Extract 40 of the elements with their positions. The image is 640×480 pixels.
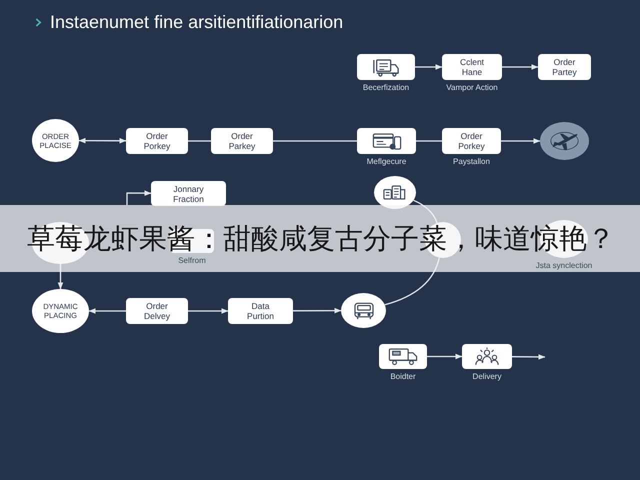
arrow [293, 308, 342, 314]
arrow [501, 138, 540, 144]
node-label: Jonnary Fraction [172, 184, 205, 204]
process-box [151, 181, 226, 206]
arrow [88, 308, 126, 314]
node-label: Cclent Hane [458, 57, 486, 77]
node-label: Order Porkey [457, 131, 486, 151]
process-box [538, 54, 591, 80]
node-label: Order Delvey [143, 301, 171, 321]
node-label: Order Porkey [142, 131, 172, 151]
caption-text: Selfrom [178, 256, 206, 266]
caption-text: Jsta synclection [536, 261, 592, 271]
caption-text: Becerfization [362, 83, 410, 93]
connector-line [188, 140, 211, 142]
arrow [78, 138, 126, 144]
arrow [427, 354, 462, 360]
process-box [126, 298, 188, 324]
node-label: Data Purtion [246, 301, 275, 321]
process-box [211, 128, 273, 154]
title-text: Instaenumet fine arsitientifiationarion [50, 11, 344, 33]
process-box [126, 128, 188, 154]
overlay-text: 草莓龙虾果酱：甜酸咸复古分子菜，味道惊艳？ [27, 224, 615, 254]
arrow [415, 64, 442, 70]
connector-line [273, 140, 357, 142]
caption-text: Vampor Action [446, 83, 498, 93]
arrow [126, 190, 152, 205]
node-label: Order Parkey [228, 131, 256, 151]
ellipse-node [32, 119, 79, 162]
caption-text: Boidter [390, 372, 416, 382]
caption-text: Delivery [472, 372, 502, 382]
caption-text: Meflgecure [366, 157, 406, 167]
caption-text: Paystallon [453, 157, 490, 167]
process-box [228, 298, 293, 324]
arrow [512, 354, 546, 360]
connector-line [416, 140, 442, 142]
circle-node [341, 293, 386, 328]
node-label: Order Partey [551, 57, 578, 77]
arrow [188, 308, 228, 314]
arrow [502, 64, 538, 70]
circle-node [540, 122, 589, 160]
